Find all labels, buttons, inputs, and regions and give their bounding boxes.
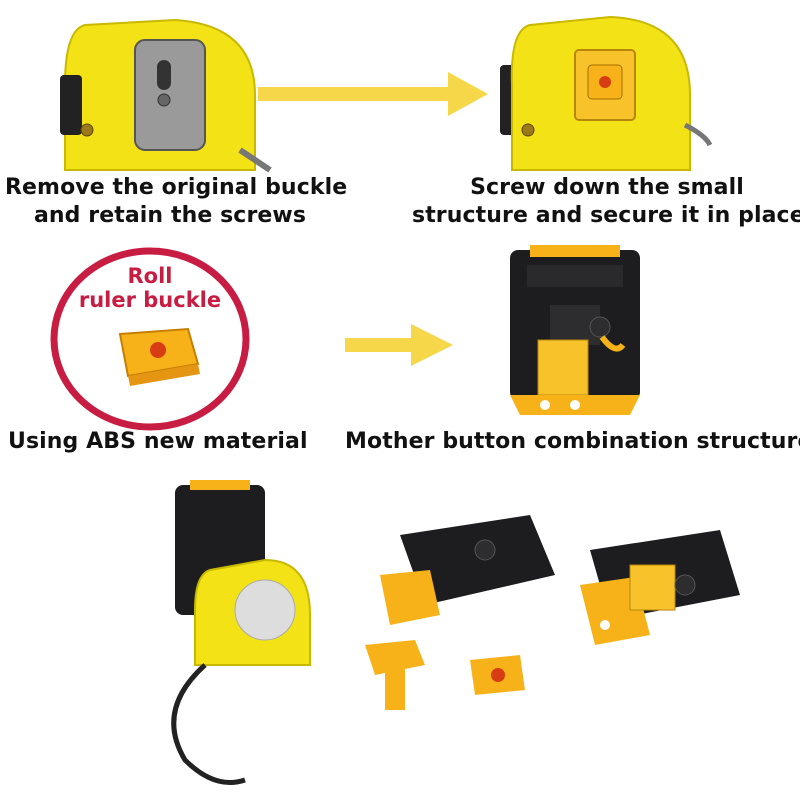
step-2-caption-line-2: structure and secure it in place — [412, 203, 800, 228]
step-3-caption-line-1: Using ABS new material — [8, 429, 308, 454]
tape-measure-original-buckle-image — [60, 18, 272, 173]
step-1-caption-line-2: and retain the screws — [33, 203, 307, 228]
tape-measure-small-structure-image — [500, 15, 713, 171]
holder-with-clip-image — [580, 530, 740, 645]
arrow-right-icon — [258, 72, 488, 116]
step-1-caption: Remove the original buckle and retain th… — [5, 174, 348, 230]
step-4-caption: Mother button combination structure — [345, 428, 800, 456]
step-2-caption-line-1: Screw down the small — [470, 175, 744, 200]
roll-ruler-buckle-badge — [50, 247, 250, 431]
step-4-caption-line-1: Mother button combination structure — [345, 429, 800, 454]
step-3-caption: Using ABS new material — [8, 428, 308, 456]
arrow-right-icon — [345, 324, 453, 366]
holder-and-clip-parts-image — [365, 515, 555, 710]
step-1-caption-line-1: Remove the original buckle — [5, 175, 348, 200]
tape-measure-in-holder-image — [171, 480, 311, 785]
step-2-caption: Screw down the small structure and secur… — [412, 174, 800, 230]
badge-text-line-2: ruler buckle — [78, 288, 222, 312]
mother-button-holder-image — [510, 245, 640, 415]
badge-text-line-1: Roll — [127, 264, 173, 288]
badge-text: Roll ruler buckle — [55, 264, 245, 312]
